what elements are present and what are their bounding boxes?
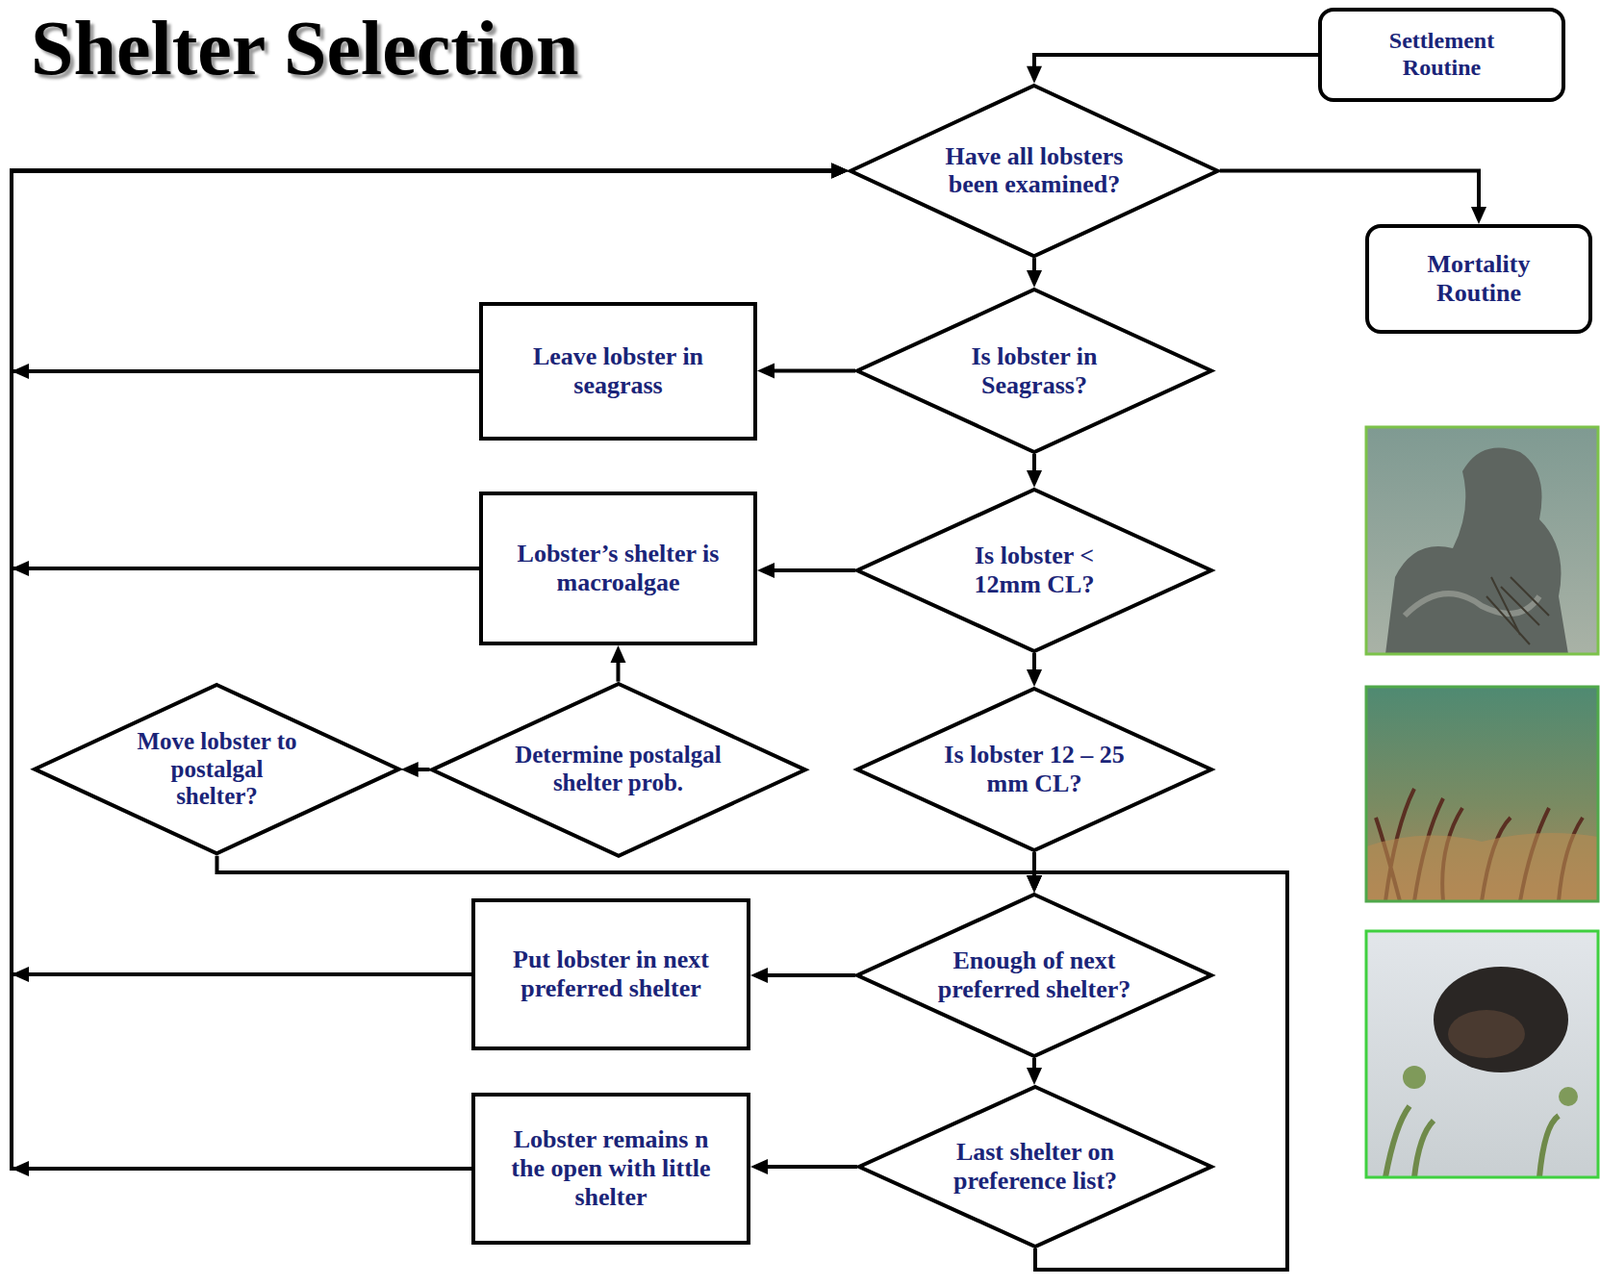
- decision-diamond: Enough of next preferred shelter?: [855, 892, 1214, 1059]
- junction-arrowhead: [11, 363, 29, 380]
- node-label: Is lobster in Seagrass?: [947, 342, 1121, 401]
- connector-line: [763, 1165, 858, 1169]
- arrow-head: [1026, 875, 1042, 893]
- diamond-shape: [431, 684, 806, 857]
- routine-box: Settlement Routine: [1318, 7, 1566, 102]
- decision-diamond: Is lobster < 12mm CL?: [855, 487, 1214, 654]
- node-text: Have all lobsters been examined?: [918, 142, 1150, 201]
- flow-connector: [1026, 653, 1042, 687]
- decision-diamond: Is lobster 12 – 25 mm CL?: [855, 686, 1214, 853]
- arrow-head: [1026, 470, 1042, 488]
- photo-algae: [1366, 686, 1599, 902]
- connector-line: [770, 369, 856, 374]
- connector-line: [1034, 54, 1319, 71]
- node-label: Put lobster in next preferred shelter: [495, 945, 727, 1004]
- arrow-head: [609, 645, 626, 663]
- flow-connector: [609, 645, 626, 683]
- node-text: Lobster remains n the open with little s…: [505, 1125, 717, 1213]
- node-text: Lobster’s shelter is macroalgae: [503, 539, 735, 598]
- arrow-head: [757, 562, 775, 579]
- flow-connector: [750, 967, 856, 984]
- node-label: Lobster remains n the open with little s…: [505, 1125, 717, 1213]
- flow-connector: [401, 761, 431, 778]
- photo-sponge: [1366, 427, 1599, 655]
- connector-line: [763, 973, 856, 978]
- junction-arrowhead: [11, 1161, 29, 1177]
- diamond-shape: [34, 685, 400, 854]
- node-label: Settlement Routine: [1355, 27, 1529, 81]
- diamond-shape: [850, 85, 1219, 256]
- junction-arrowhead: [11, 966, 29, 983]
- photo-crevice: [1366, 931, 1599, 1178]
- node-label: Is lobster 12 – 25 mm CL?: [938, 740, 1131, 799]
- flow-connector: [11, 162, 849, 1177]
- node-text: Move lobster to postalgal shelter?: [129, 728, 304, 812]
- decision-diamond: Last shelter on preference list?: [857, 1085, 1214, 1249]
- arrow-head: [1026, 1067, 1042, 1086]
- arrow-head: [757, 363, 775, 380]
- node-label: Move lobster to postalgal shelter?: [129, 728, 304, 812]
- flow-connector: [757, 363, 856, 380]
- node-label: Enough of next preferred shelter?: [928, 946, 1141, 1005]
- diamond-shape: [857, 289, 1212, 453]
- connector-line: [770, 568, 856, 573]
- arrow-head: [1026, 669, 1042, 687]
- node-text: Settlement Routine: [1355, 27, 1529, 81]
- flow-connector: [1026, 54, 1319, 84]
- arrow-head: [1026, 270, 1042, 288]
- connector-line: [11, 170, 836, 975]
- node-label: Mortality Routine: [1401, 250, 1556, 308]
- node-label: Lobster’s shelter is macroalgae: [503, 539, 735, 598]
- node-text: Is lobster < 12mm CL?: [962, 541, 1107, 600]
- junction-arrowhead: [11, 560, 29, 577]
- connector-line: [11, 170, 836, 1169]
- node-text: Is lobster 12 – 25 mm CL?: [938, 740, 1131, 799]
- node-label: Determine postalgal shelter prob.: [497, 741, 738, 798]
- node-text: Last shelter on preference list?: [934, 1138, 1137, 1196]
- arrow-head: [1471, 206, 1487, 225]
- process-box: Lobster’s shelter is macroalgae: [479, 491, 758, 646]
- flow-connector: [1026, 257, 1042, 288]
- flow-connector: [1219, 170, 1487, 225]
- node-label: Is lobster < 12mm CL?: [962, 541, 1107, 600]
- arrow-head: [1026, 875, 1042, 893]
- connector-line: [216, 856, 1035, 880]
- node-text: Enough of next preferred shelter?: [928, 946, 1141, 1005]
- decision-diamond: Move lobster to postalgal shelter?: [32, 683, 402, 856]
- flow-connector: [216, 856, 1042, 893]
- node-text: Put lobster in next preferred shelter: [495, 945, 727, 1004]
- process-box: Lobster remains n the open with little s…: [471, 1092, 751, 1245]
- decision-diamond: Have all lobsters been examined?: [848, 83, 1220, 258]
- flow-connector: [11, 162, 849, 983]
- flow-connector: [757, 562, 856, 579]
- diamond-shape: [857, 489, 1212, 652]
- arrow-head: [750, 1159, 768, 1175]
- diamond-shape: [857, 688, 1212, 851]
- flow-connector: [750, 1159, 858, 1175]
- node-text: Determine postalgal shelter prob.: [497, 741, 738, 798]
- node-label: Have all lobsters been examined?: [918, 142, 1150, 201]
- decision-diamond: Determine postalgal shelter prob.: [430, 682, 808, 859]
- process-box: Leave lobster in seagrass: [479, 302, 758, 441]
- arrow-head: [750, 967, 768, 984]
- node-text: Leave lobster in seagrass: [503, 342, 735, 401]
- flow-connector: [1026, 1058, 1042, 1086]
- process-box: Put lobster in next preferred shelter: [471, 898, 751, 1051]
- decision-diamond: Is lobster in Seagrass?: [855, 287, 1214, 455]
- node-label: Leave lobster in seagrass: [503, 342, 735, 401]
- flow-connector: [1026, 454, 1042, 488]
- connector-line: [1219, 170, 1479, 211]
- node-text: Mortality Routine: [1401, 250, 1556, 308]
- diamond-shape: [859, 1087, 1212, 1247]
- arrow-head: [1026, 875, 1042, 893]
- diamond-shape: [857, 894, 1212, 1057]
- diagram-title: Shelter Selection: [30, 5, 580, 91]
- node-label: Last shelter on preference list?: [934, 1138, 1137, 1196]
- arrow-head: [1026, 66, 1042, 84]
- node-text: Is lobster in Seagrass?: [947, 342, 1121, 401]
- routine-box: Mortality Routine: [1365, 224, 1593, 334]
